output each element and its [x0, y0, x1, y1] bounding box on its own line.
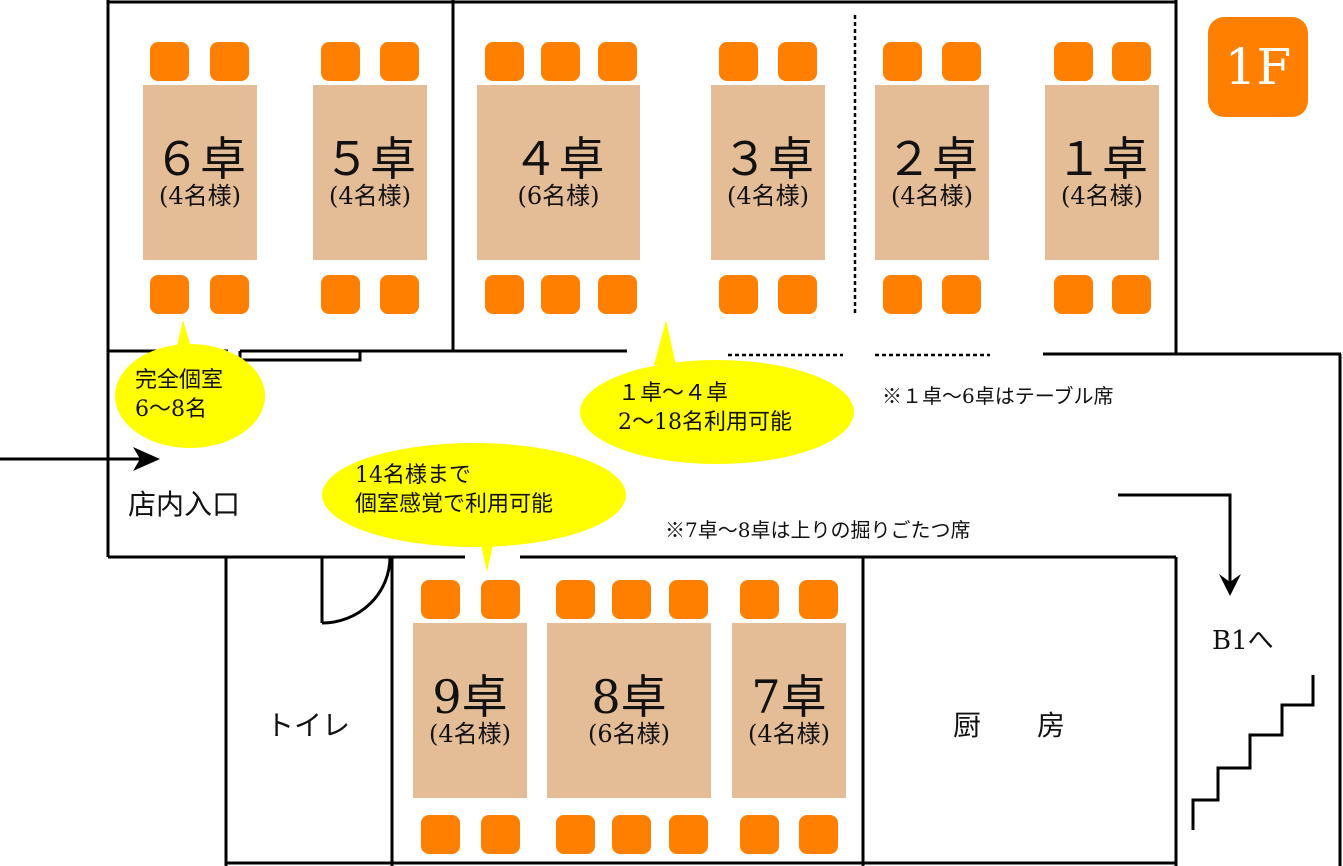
table-capacity: (6名様): [588, 720, 670, 749]
chair: [719, 275, 758, 314]
chair: [612, 815, 651, 854]
chair: [210, 275, 249, 314]
down-arrow-icon: [1219, 574, 1241, 596]
table-3[interactable]: ３卓 (4名様): [711, 85, 825, 260]
chair: [669, 815, 708, 854]
entrance-arrow-icon: [133, 447, 160, 471]
table-capacity: (4名様): [1061, 182, 1143, 211]
chair: [942, 42, 981, 81]
table-1[interactable]: １卓 (4名様): [1045, 85, 1159, 260]
bubble-line: 14名様まで: [355, 463, 471, 488]
chair: [150, 42, 189, 81]
chair: [740, 815, 779, 854]
bubble-line: 完全個室: [135, 368, 224, 393]
chair: [883, 275, 922, 314]
chair: [612, 580, 651, 619]
chair: [556, 815, 595, 854]
chair: [719, 42, 758, 81]
bubble-line: １卓〜４卓: [618, 381, 729, 406]
chair: [598, 275, 637, 314]
table-capacity: (4名様): [891, 182, 973, 211]
chair: [778, 275, 817, 314]
table-seats-note: ※１卓〜6卓はテーブル席: [882, 384, 1114, 408]
table-5[interactable]: ５卓 (4名様): [313, 85, 427, 260]
chair: [481, 815, 520, 854]
table-capacity: (4名様): [159, 182, 241, 211]
chair: [778, 42, 817, 81]
kitchen-label: 厨 房: [953, 709, 1066, 742]
chair: [541, 42, 580, 81]
chair: [799, 580, 838, 619]
chair: [740, 580, 779, 619]
table-name: 7卓: [751, 670, 827, 725]
table-7[interactable]: 7卓 (4名様): [732, 623, 846, 798]
table-capacity: (4名様): [727, 182, 809, 211]
table-name: ４卓: [512, 132, 605, 187]
chair: [485, 42, 524, 81]
table-name: １卓: [1056, 132, 1148, 187]
entrance-label: 店内入口: [128, 488, 241, 521]
to-b1-label[interactable]: B1へ: [1212, 626, 1274, 656]
chair: [421, 580, 460, 619]
chair: [799, 815, 838, 854]
bubble-line: 2〜18名利用可能: [618, 409, 792, 435]
table-capacity: (6名様): [517, 182, 600, 211]
chair: [380, 42, 419, 81]
bubble-line: 6〜8名: [135, 396, 207, 422]
table-name: ２卓: [886, 132, 978, 187]
table-4[interactable]: ４卓 (6名様): [477, 85, 640, 260]
chair: [883, 42, 922, 81]
chair: [210, 42, 249, 81]
table-name: ３卓: [722, 132, 814, 187]
table-capacity: (4名様): [429, 720, 511, 749]
toilet-label[interactable]: トイレ: [266, 709, 351, 742]
chair: [150, 275, 189, 314]
tables-1-4-bubble: １卓〜４卓 2〜18名利用可能: [618, 380, 792, 437]
chair: [1054, 275, 1093, 314]
table-9[interactable]: 9卓 (4名様): [413, 623, 527, 798]
chair: [598, 42, 637, 81]
floor-badge: 1F: [1208, 17, 1308, 117]
chair: [321, 42, 360, 81]
chair: [421, 815, 460, 854]
chair: [556, 580, 595, 619]
table-8[interactable]: 8卓 (6名様): [547, 623, 711, 798]
chair: [1054, 42, 1093, 81]
private-room-bubble: 完全個室 6〜8名: [135, 367, 223, 424]
table-6[interactable]: ６卓 (4名様): [143, 85, 257, 260]
table-name: 9卓: [432, 670, 508, 725]
horigotatsu-note: ※7卓〜8卓は上りの掘りごたつ席: [665, 518, 971, 542]
chair: [1112, 42, 1151, 81]
table-capacity: (4名様): [329, 182, 411, 211]
chair: [669, 580, 708, 619]
bubble-line: 個室感覚で利用可能: [355, 491, 554, 517]
chair: [481, 580, 520, 619]
chair: [1112, 275, 1151, 314]
table-name: ５卓: [324, 132, 416, 187]
table-2[interactable]: ２卓 (4名様): [875, 85, 989, 260]
chair: [541, 275, 580, 314]
chair: [485, 275, 524, 314]
chair: [942, 275, 981, 314]
table-name: ６卓: [154, 132, 246, 187]
table-name: 8卓: [591, 670, 667, 725]
up-to-14-bubble: 14名様まで 個室感覚で利用可能: [355, 462, 553, 519]
chair: [321, 275, 360, 314]
table-capacity: (4名様): [748, 720, 830, 749]
chair: [380, 275, 419, 314]
